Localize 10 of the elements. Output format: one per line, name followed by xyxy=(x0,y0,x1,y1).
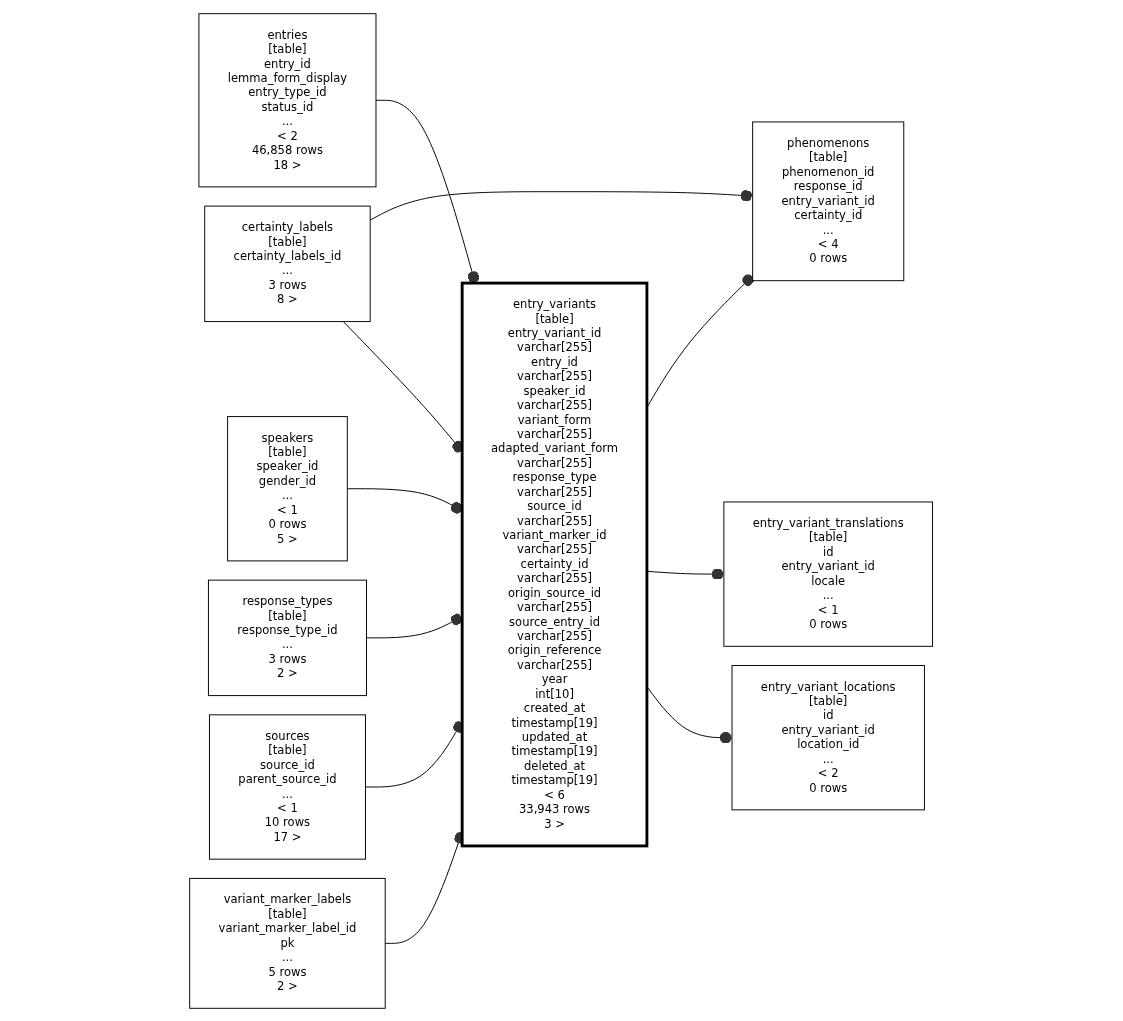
node-box: entry_variant_locations [table] id entry_variant_id location_id ... < 2 0 rows xyxy=(731,664,926,810)
node-box: entry_variants [table] entry_variant_id varchar[255] entry_id varchar[255] speaker_id varchar[255] variant_form varchar[255] adapted_variant_form varchar[255] response_type varchar[255] source_id varchar[255] variant_marker_id varchar[255] certainty_id varchar[255] origin_source_id varchar[255] source_entry_id varchar[255] origin_reference varchar[255] year int[10] created_at timestamp[19] updated_at timestamp[19] deleted_at timestamp[19] < 6 33,943 rows 3 > xyxy=(461,281,649,847)
node-box: phenomenons [table] phenomenon_id response_id entry_variant_id certainty_id ... < 4 0 rows xyxy=(752,120,905,281)
node-box: variant_marker_labels [table] variant_marker_label_id pk ... 5 rows 2 > xyxy=(189,877,387,1009)
node-box: entry_variant_translations [table] id entry_variant_id locale ... < 1 0 rows xyxy=(723,501,934,647)
node-box: entries [table] entry_id lemma_form_display entry_type_id status_id ... < 2 46,858 rows 18 > xyxy=(198,12,377,187)
node-box: speakers [table] speaker_id gender_id ... < 1 0 rows 5 > xyxy=(227,415,349,561)
node-box: response_types [table] response_type_id ... 3 rows 2 > xyxy=(208,579,368,696)
node-box: sources [table] source_id parent_source_id ... < 1 10 rows 17 > xyxy=(209,713,367,860)
node-box: certainty_labels [table] certainty_labels_id ... 3 rows 8 > xyxy=(204,205,372,322)
